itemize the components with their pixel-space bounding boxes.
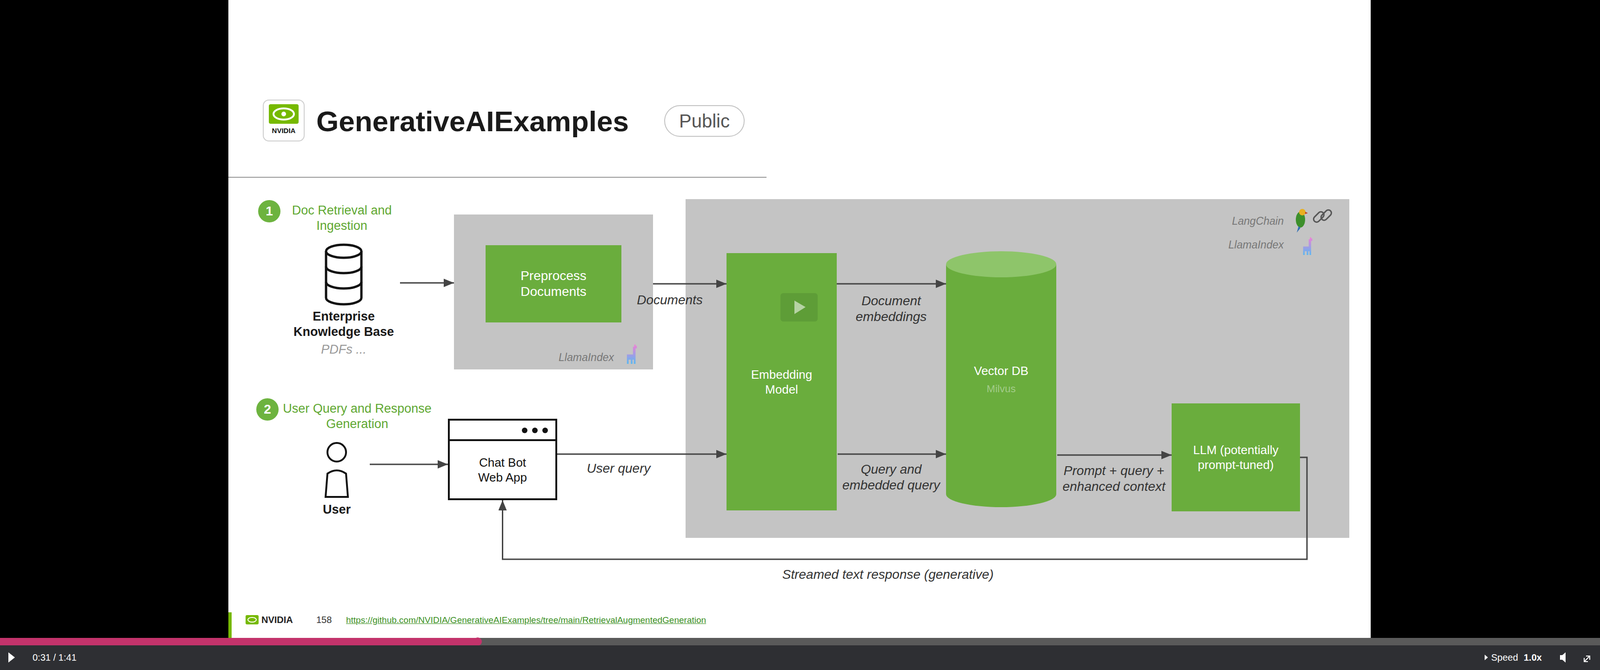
person-icon bbox=[325, 442, 348, 497]
connector-label: Query and embedded query bbox=[837, 461, 946, 494]
player-bar bbox=[0, 645, 1600, 670]
footer-eye-ground bbox=[245, 614, 259, 625]
web-app-window: Chat Bot Web App bbox=[447, 418, 558, 500]
flow-arrow bbox=[1057, 454, 1172, 456]
window-dot bbox=[542, 427, 548, 434]
parrot-tail bbox=[1296, 226, 1301, 233]
langchain-icon bbox=[1295, 208, 1333, 233]
status-badge: Public bbox=[664, 105, 745, 137]
database-cylinder: Vector DB Milvus bbox=[946, 251, 1057, 507]
node-label: User bbox=[322, 502, 351, 517]
process-box: Preprocess Documents bbox=[485, 245, 622, 323]
logo-pupil bbox=[281, 111, 287, 117]
node-label: Embedding Model bbox=[742, 366, 822, 397]
footer-accent-bar bbox=[228, 612, 232, 638]
logo-wordmark: NVIDIA bbox=[263, 126, 305, 135]
connector-label: User query bbox=[567, 460, 670, 477]
flow-arrow bbox=[557, 453, 727, 455]
database-top bbox=[326, 244, 362, 258]
footer-logo-eye bbox=[245, 614, 259, 625]
node-label: LlamaIndex bbox=[558, 351, 614, 364]
logo-eye-ground bbox=[268, 104, 299, 124]
database-body bbox=[326, 251, 362, 305]
progress-knob bbox=[473, 637, 482, 646]
flow-arrow bbox=[836, 283, 947, 285]
llamaindex-icon bbox=[1303, 237, 1313, 256]
window-dot bbox=[532, 427, 538, 434]
slide-title: GenerativeAIExamples bbox=[316, 104, 629, 139]
connector-label: Prompt + query + enhanced context bbox=[1058, 462, 1170, 495]
step-number-circle: 2 bbox=[256, 398, 279, 421]
person-body bbox=[325, 470, 348, 497]
window-titlebar bbox=[449, 420, 556, 441]
knowledge-base: Enterprise Knowledge BasePDFs ... bbox=[290, 229, 398, 378]
play-button bbox=[8, 652, 15, 663]
llamaindex-panel: LlamaIndex Preprocess Documents bbox=[453, 214, 654, 370]
model-box: Embedding Model bbox=[726, 253, 837, 511]
flow-arrow bbox=[369, 463, 448, 466]
parrot-head bbox=[1299, 208, 1306, 216]
speed-label: Speed bbox=[1491, 652, 1519, 663]
play-overlay-triangle bbox=[794, 300, 806, 314]
node-label: LLM (potentially prompt-tuned) bbox=[1180, 442, 1292, 473]
slide-background bbox=[228, 0, 1371, 638]
person-head bbox=[327, 442, 347, 462]
video-play-overlay bbox=[780, 293, 818, 322]
flow-arrow bbox=[837, 453, 947, 455]
database-icon bbox=[326, 244, 362, 305]
model-box: LLM (potentially prompt-tuned) bbox=[1171, 403, 1300, 512]
cylinder-top bbox=[946, 251, 1057, 278]
node-label: Enterprise Knowledge Base bbox=[290, 308, 398, 340]
flow-arrow bbox=[502, 457, 1308, 560]
connector-label: Documents bbox=[630, 292, 710, 308]
connector-label: Document embeddings bbox=[837, 293, 945, 325]
node-label: Vector DB bbox=[973, 363, 1029, 379]
node-sublabel: LlamaIndex bbox=[1228, 238, 1284, 252]
logo-eye bbox=[273, 108, 294, 120]
parrot-beak bbox=[1305, 211, 1308, 214]
progress-fill bbox=[0, 637, 478, 646]
progress-track bbox=[0, 637, 1600, 646]
node-sublabel: PDFs ... bbox=[320, 342, 367, 357]
logo-frame bbox=[263, 100, 305, 141]
node-label: Public bbox=[679, 110, 730, 132]
speed-caret bbox=[1484, 654, 1488, 660]
flow-arrow bbox=[653, 283, 727, 285]
footer-eye bbox=[247, 617, 257, 622]
page-number: 158 bbox=[316, 614, 332, 626]
cylinder-shape bbox=[946, 251, 1057, 507]
node-label: 2 bbox=[263, 401, 272, 417]
step-number-circle: 1 bbox=[258, 200, 281, 223]
node-sublabel: Milvus bbox=[986, 382, 1016, 395]
window-dot bbox=[521, 427, 528, 434]
node-label: Chat Bot Web App bbox=[467, 454, 538, 485]
section-heading: Doc Retrieval and Ingestion bbox=[283, 202, 400, 234]
fullscreen-icon bbox=[1584, 655, 1590, 662]
section-heading: User Query and Response Generation bbox=[278, 400, 437, 432]
flow-arrow bbox=[400, 282, 454, 284]
speed-value: 1.0x bbox=[1523, 652, 1542, 663]
chain-link bbox=[1320, 208, 1334, 222]
playback-time: 0:31 / 1:41 bbox=[32, 652, 77, 663]
titlebar-rule bbox=[449, 439, 556, 441]
node-label: 1 bbox=[265, 203, 274, 219]
play-overlay-box bbox=[780, 293, 818, 322]
user-actor: User bbox=[306, 435, 367, 523]
framework-panel: LangChainLlamaIndexEmbedding Model Vector… bbox=[685, 199, 1350, 538]
database-band bbox=[326, 281, 362, 289]
volume-icon bbox=[1560, 652, 1566, 663]
llamaindex-icon bbox=[626, 344, 637, 365]
chain-link bbox=[1312, 210, 1326, 224]
source-link: https://github.com/NVIDIA/GenerativeAIEx… bbox=[346, 614, 707, 626]
database-band bbox=[326, 266, 362, 274]
footer-wordmark: NVIDIA bbox=[261, 614, 294, 626]
node-label: Preprocess Documents bbox=[506, 267, 600, 300]
node-label: LangChain bbox=[1232, 214, 1284, 228]
cylinder-body bbox=[946, 264, 1057, 507]
connector-label: Streamed text response (generative) bbox=[725, 566, 1051, 583]
title-rule bbox=[228, 176, 767, 178]
nvidia-logo bbox=[263, 100, 305, 141]
